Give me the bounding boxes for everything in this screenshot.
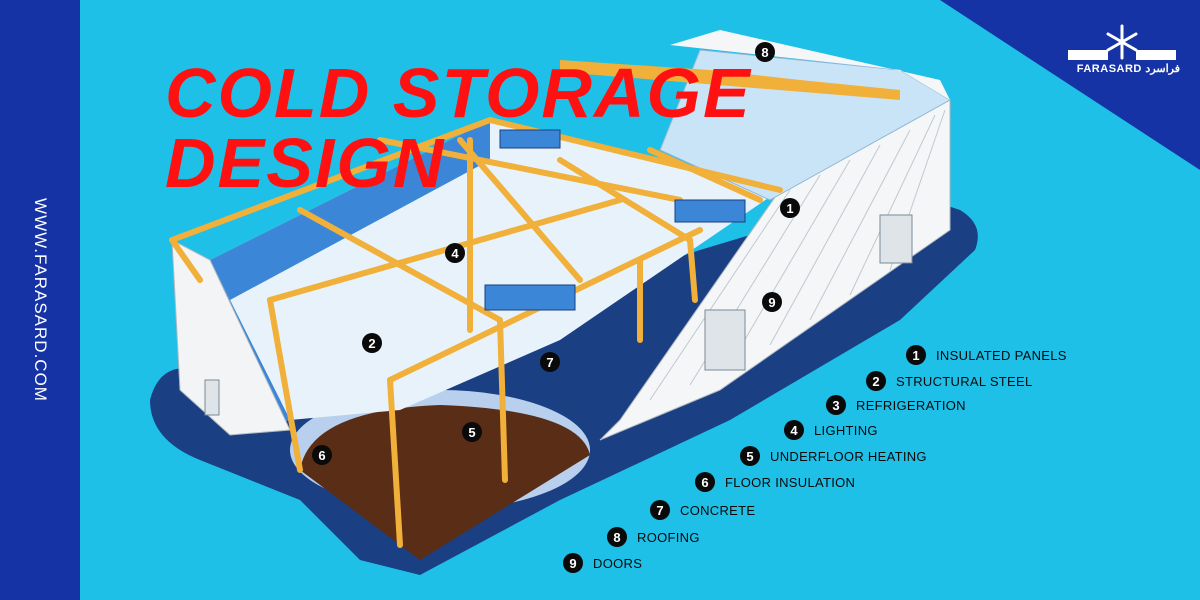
diagram-marker-2: 2 — [362, 333, 382, 353]
logo-text: FARASARD فراسرد — [1076, 63, 1180, 75]
legend-label: STRUCTURAL STEEL — [896, 373, 1033, 389]
legend-label: FLOOR INSULATION — [725, 474, 856, 490]
evaporator-unit-1 — [484, 284, 576, 311]
back-wall — [210, 120, 490, 300]
diagram-marker-5: 5 — [462, 422, 482, 442]
legend-label: UNDERFLOOR HEATING — [770, 448, 927, 464]
legend-item-9: 9 DOORS — [563, 553, 642, 573]
legend-label: ROOFING — [637, 529, 700, 545]
snowflake-logo-icon — [1068, 24, 1176, 60]
legend-number: 4 — [784, 420, 804, 440]
side-band: WWW.FARASARD.COM — [0, 0, 80, 600]
legend-item-2: 2 STRUCTURAL STEEL — [866, 371, 1033, 391]
evaporator-unit-3 — [499, 129, 561, 149]
legend-item-5: 5 UNDERFLOOR HEATING — [740, 446, 927, 466]
legend-item-1: 1 INSULATED PANELS — [906, 345, 1067, 365]
door-left — [204, 379, 220, 416]
evaporator-unit-2 — [674, 199, 746, 223]
title-line-1: COLD STORAGE — [165, 54, 752, 132]
legend-label: CONCRETE — [680, 502, 756, 518]
roof-edge — [560, 60, 900, 100]
legend-number: 3 — [826, 395, 846, 415]
diagram-marker-6: 6 — [312, 445, 332, 465]
corner-band — [940, 0, 1200, 170]
legend-label: REFRIGERATION — [856, 397, 966, 413]
diagram-marker-1: 1 — [780, 198, 800, 218]
legend-item-8: 8 ROOFING — [607, 527, 700, 547]
legend-label: DOORS — [593, 555, 643, 571]
legend-number: 8 — [607, 527, 627, 547]
legend-number: 5 — [740, 446, 760, 466]
roof-top — [670, 30, 950, 100]
door-right-1 — [879, 214, 913, 264]
legend-item-7: 7 CONCRETE — [650, 500, 755, 520]
legend-number: 2 — [866, 371, 886, 391]
left-wall-exterior — [171, 239, 291, 436]
legend-number: 6 — [695, 472, 715, 492]
concrete-pit — [300, 405, 590, 560]
legend-label: LIGHTING — [814, 422, 878, 438]
legend-item-3: 3 REFRIGERATION — [826, 395, 966, 415]
diagram-marker-8: 8 — [755, 42, 775, 62]
legend-label: INSULATED PANELS — [936, 347, 1067, 363]
legend-number: 1 — [906, 345, 926, 365]
door-right-2 — [704, 309, 746, 371]
diagram-marker-7: 7 — [540, 352, 560, 372]
legend-number: 7 — [650, 500, 670, 520]
title-line-2: DESIGN — [165, 124, 446, 202]
diagram-marker-9: 9 — [762, 292, 782, 312]
legend-item-4: 4 LIGHTING — [784, 420, 878, 440]
legend-item-6: 6 FLOOR INSULATION — [695, 472, 855, 492]
diagram-marker-4: 4 — [445, 243, 465, 263]
legend-number: 9 — [563, 553, 583, 573]
page-title: COLD STORAGE DESIGN — [165, 58, 752, 198]
